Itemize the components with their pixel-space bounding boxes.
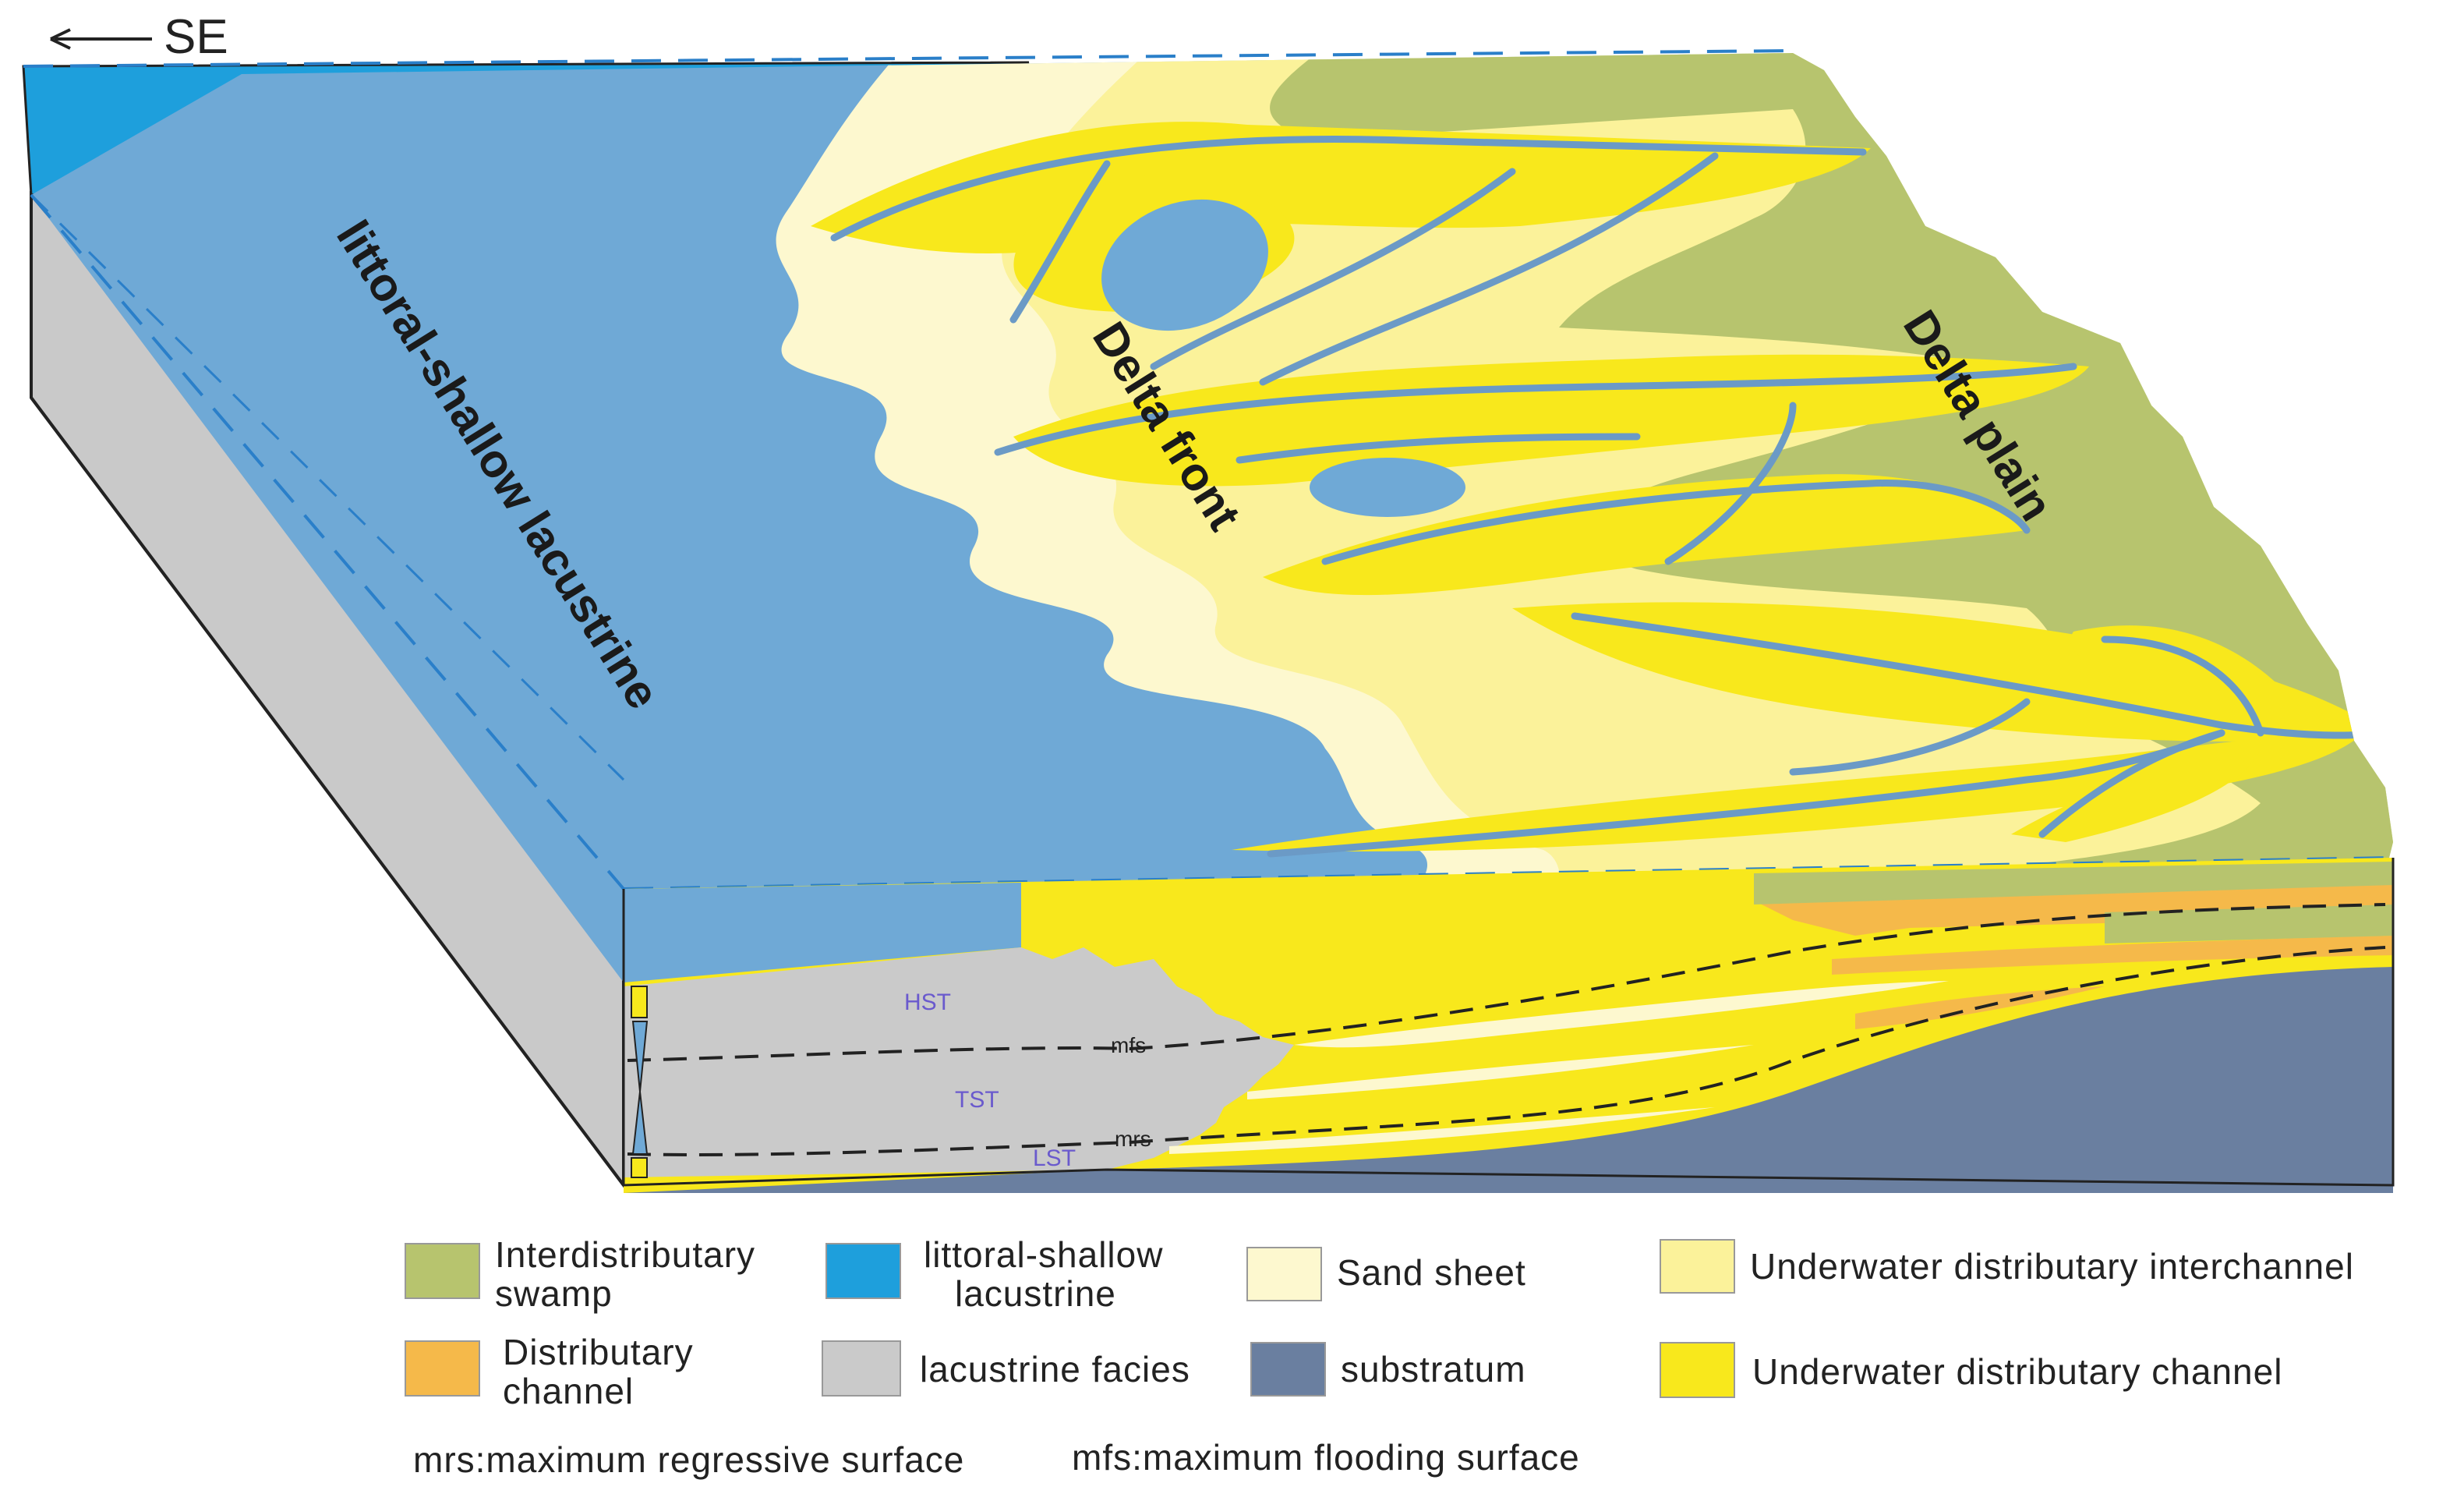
mrs-surface bbox=[627, 946, 2386, 1156]
legend-swatch-lacustrine bbox=[822, 1340, 901, 1397]
hst-label: HST bbox=[904, 989, 951, 1015]
legend-label-substratum: substratum bbox=[1341, 1349, 1526, 1389]
legend-swatch-littoral bbox=[825, 1243, 901, 1299]
tst-label: TST bbox=[955, 1087, 999, 1113]
legend-swatch-sand bbox=[1246, 1247, 1322, 1301]
direction-label: SE bbox=[164, 10, 228, 64]
inner-left-dashed bbox=[30, 193, 625, 781]
left-arrow-icon bbox=[50, 28, 71, 50]
legend-label-channel-1: Distributary bbox=[503, 1332, 694, 1372]
lake-island-1 bbox=[1101, 199, 1268, 331]
legend-swatch-channel bbox=[405, 1340, 480, 1397]
legend-swatch-swamp bbox=[405, 1243, 480, 1299]
legend-label-sand: Sand sheet bbox=[1337, 1252, 1526, 1293]
legend-label-swamp-2: swamp bbox=[495, 1273, 613, 1314]
direction-indicator: SE bbox=[50, 10, 228, 64]
column-triangles bbox=[631, 1021, 649, 1155]
legend-note-mfs: mfs:maximum flooding surface bbox=[1072, 1437, 1580, 1478]
lake-island-2 bbox=[1310, 458, 1465, 517]
legend-label-swamp-1: Interdistributary bbox=[495, 1234, 755, 1275]
legend-swatch-interchannel bbox=[1660, 1239, 1735, 1294]
top-back-edge bbox=[23, 49, 1794, 68]
channel-lines bbox=[830, 136, 2374, 858]
legend-label-lacustrine: lacustrine facies bbox=[920, 1349, 1190, 1389]
legend-label-interchannel: Underwater distributary interchannel bbox=[1750, 1246, 2354, 1287]
lacustrine-facies-wedge bbox=[624, 947, 1294, 1177]
top-left-dashed bbox=[30, 193, 625, 890]
legend: Interdistributary swamp littoral-shallow… bbox=[405, 1234, 2354, 1480]
mfs-label: mfs bbox=[1111, 1033, 1146, 1057]
mfs-surface bbox=[627, 903, 2386, 1062]
lower-left-edge bbox=[30, 396, 625, 1187]
lst-label: LST bbox=[1033, 1145, 1076, 1171]
column-swatch-bottom bbox=[631, 1157, 648, 1178]
legend-label-littoral-1: littoral-shallow bbox=[924, 1234, 1163, 1275]
legend-swatch-uwchannel bbox=[1660, 1342, 1735, 1398]
legend-label-uwchannel: Underwater distributary channel bbox=[1752, 1351, 2282, 1392]
legend-swatch-substratum bbox=[1250, 1342, 1326, 1397]
front-face bbox=[624, 858, 2393, 1193]
legend-note-mrs: mrs:maximum regressive surface bbox=[413, 1439, 964, 1480]
mrs-label: mrs bbox=[1115, 1127, 1151, 1151]
substratum-layer bbox=[624, 967, 2393, 1193]
legend-label-channel-2: channel bbox=[503, 1371, 634, 1411]
column-swatch-top bbox=[631, 986, 648, 1018]
legend-label-littoral-2: lacustrine bbox=[955, 1273, 1116, 1314]
